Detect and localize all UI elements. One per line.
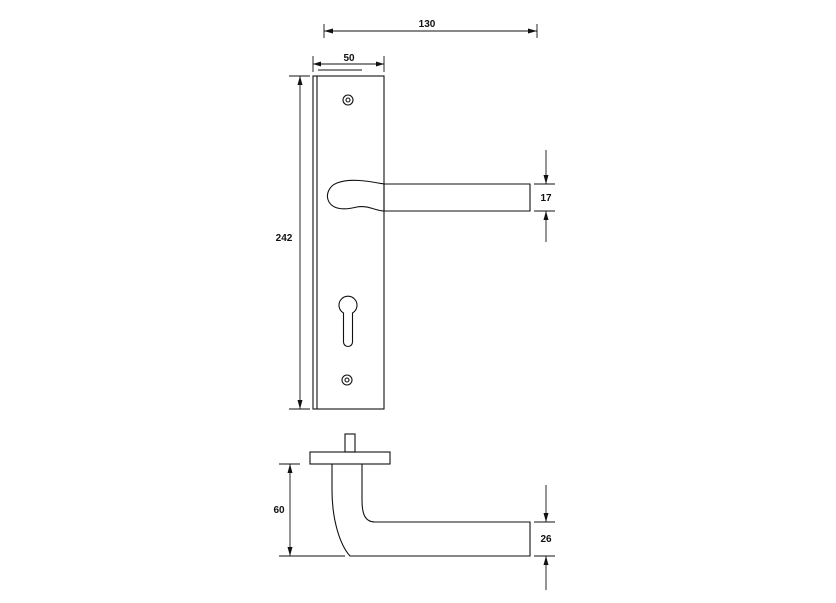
top-screw-hole	[342, 94, 354, 106]
plate-height-label: 242	[276, 233, 293, 244]
euro-cylinder-keyhole	[338, 295, 358, 348]
backplate	[312, 75, 385, 410]
lever-handle-front	[326, 179, 531, 212]
lever-side-thickness-label: 26	[540, 534, 552, 545]
bottom-screw-hole	[341, 374, 353, 386]
dimension-overall-width: 130	[323, 19, 538, 38]
projection-label: 60	[273, 505, 285, 516]
overall-width-label: 130	[419, 19, 436, 30]
dimension-plate-width: 50	[312, 53, 385, 72]
dimension-projection: 60	[273, 463, 345, 557]
front-view	[312, 75, 531, 410]
lever-thickness-label: 17	[540, 193, 552, 204]
rose	[309, 451, 391, 465]
lever-handle-side	[331, 464, 531, 557]
plate-width-label: 50	[343, 53, 355, 64]
spindle	[344, 433, 356, 453]
dimension-plate-height: 242	[276, 75, 310, 410]
side-view	[309, 433, 531, 557]
dimension-lever-thickness: 17	[534, 150, 555, 242]
dimension-lever-side-thickness: 26	[534, 485, 555, 590]
